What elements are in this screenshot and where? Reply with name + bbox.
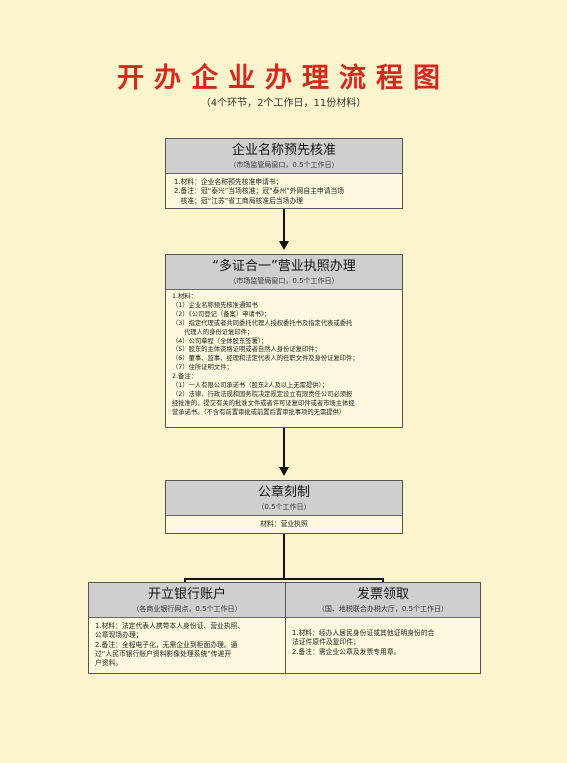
flow-arrow-2: [283, 428, 285, 468]
step-business-license-body: 1.材料： （1）企业名称预先核准通知书 （2）《公司登记（备案）申请书》； （…: [166, 290, 402, 418]
flow-branch-left: [184, 578, 186, 582]
step-business-license-subtitle: （市场监管局窗口，0.5个工作日）: [229, 277, 339, 285]
step-seal-engraving-body: 材料：营业执照: [166, 516, 402, 529]
step-business-license-line: （2）法律、行政法规和国务院决定规定设立有限责任公司必须报: [172, 390, 353, 398]
flow-branch-right: [382, 578, 384, 582]
step-seal-engraving-line: 材料：营业执照: [260, 520, 308, 528]
step-invoice-subtitle: （国、地税联合办税大厅，0.5个工作日）: [317, 605, 449, 613]
step-name-approval-line: 核准；冠“江苏”省工商局核准后当场办理: [174, 196, 304, 205]
step-bank-account-line: 2.备注：全程电子化，无需企业到柜面办理。通: [95, 640, 238, 649]
step-name-approval-line: 1.材料：企业名称预先核准申请书；: [174, 178, 283, 186]
step-business-license-line: （6）董事、监事、经理和法定代表人的任职文件及身份证复印件；: [172, 355, 359, 363]
step-bank-account-box: 开立银行账户 （各商业银行网点，0.5个工作日） 1.材料：法定代表人携带本人身…: [88, 582, 286, 674]
flow-arrow-3: [283, 534, 285, 580]
flow-arrow-1: [283, 209, 285, 243]
step-business-license-line: （1）一人有限公司承诺书（股东2人及以上无需提供）；: [172, 382, 328, 390]
step-name-approval-body: 1.材料：企业名称预先核准申请书； 2.备注：冠“泰兴”当场核准；冠“泰州”外网…: [166, 174, 402, 206]
step-invoice-header: 发票领取 （国、地税联合办税大厅，0.5个工作日）: [286, 583, 480, 618]
step-seal-engraving-subtitle: （0.5个工作日）: [257, 503, 311, 511]
step-invoice-body: 1.材料：经办人居民身份证或其他证明身份的合 法证件原件及复印件； 2.备注：需…: [286, 618, 480, 657]
flow-arrowhead-1: [279, 241, 289, 250]
step-name-approval-line: 2.备注：冠“泰兴”当场核准；冠“泰州”外网自主申请当场: [174, 187, 345, 196]
step-name-approval-subtitle: （市场监管局窗口，0.5个工作日）: [229, 161, 339, 169]
flow-split-line: [184, 578, 384, 580]
step-business-license-box: “多证合一”营业执照办理 （市场监管局窗口，0.5个工作日） 1.材料： （1）…: [165, 254, 403, 428]
step-bank-account-line: 户资料。: [95, 659, 123, 668]
step-invoice-line: 1.材料：经办人居民身份证或其他证明身份的合: [292, 629, 435, 637]
step-seal-engraving-title: 公章刻制: [257, 485, 310, 500]
step-business-license-title: “多证合一”营业执照办理: [212, 259, 356, 274]
step-name-approval-title: 企业名称预先核准: [231, 143, 336, 158]
step-bank-account-header: 开立银行账户 （各商业银行网点，0.5个工作日）: [89, 583, 285, 618]
step-bank-account-line: 公章现场办理；: [95, 631, 143, 640]
step-invoice-box: 发票领取 （国、地税联合办税大厅，0.5个工作日） 1.材料：经办人居民身份证或…: [285, 582, 481, 674]
step-name-approval-header: 企业名称预先核准 （市场监管局窗口，0.5个工作日）: [166, 139, 402, 174]
step-business-license-line: （2）《公司登记（备案）申请书》；: [172, 310, 271, 318]
step-seal-engraving-box: 公章刻制 （0.5个工作日） 材料：营业执照: [165, 480, 403, 534]
step-bank-account-line: 过“人民币银行账户资料影像处理系统”传递开: [95, 649, 232, 658]
step-business-license-line: 2.备注：: [172, 373, 197, 381]
step-business-license-line: （5）股东的主体资格证明或者自然人身份证复印件；: [172, 346, 321, 354]
step-invoice-line: 法证件原件及复印件；: [292, 638, 360, 647]
step-business-license-line: （7）住所证明文件；: [172, 364, 233, 372]
step-name-approval-box: 企业名称预先核准 （市场监管局窗口，0.5个工作日） 1.材料：企业名称预先核准…: [165, 138, 403, 209]
step-business-license-line: （3）指定代理或者共同委托代理人授权委托书及指定代表或委托: [172, 319, 353, 327]
step-business-license-line: 经批准的，提交有关的批准文件或者许可证复印件或者市场主体经: [172, 399, 355, 407]
step-invoice-title: 发票领取: [356, 587, 409, 602]
step-business-license-line: 代理人的身份证复印件；: [172, 328, 254, 336]
step-bank-account-title: 开立银行账户: [147, 587, 226, 602]
step-invoice-line: 2.备注：需企业公章及发票专用章。: [292, 647, 401, 656]
step-business-license-line: 1.材料：: [172, 293, 197, 300]
step-business-license-line: （4）公司章程（全体股东签署）；: [172, 337, 268, 345]
flow-arrowhead-2: [279, 467, 289, 476]
step-business-license-line: （1）企业名称预先核准通知书: [172, 301, 258, 309]
step-bank-account-body: 1.材料：法定代表人携带本人身份证、营业执照、 公章现场办理； 2.备注：全程电…: [89, 618, 285, 668]
page-subtitle: （4个环节，2个工作日，11份材料）: [200, 98, 367, 109]
step-business-license-header: “多证合一”营业执照办理 （市场监管局窗口，0.5个工作日）: [166, 255, 402, 290]
step-bank-account-line: 1.材料：法定代表人携带本人身份证、营业执照、: [95, 622, 245, 630]
step-business-license-line: 营承诺书。（不含有前置审批或前置后置审批事项的无需提供）: [172, 408, 346, 416]
page-title: 开办企业办理流程图: [117, 63, 450, 94]
step-bank-account-subtitle: （各商业银行网点，0.5个工作日）: [132, 605, 242, 613]
step-seal-engraving-header: 公章刻制 （0.5个工作日）: [166, 481, 402, 516]
